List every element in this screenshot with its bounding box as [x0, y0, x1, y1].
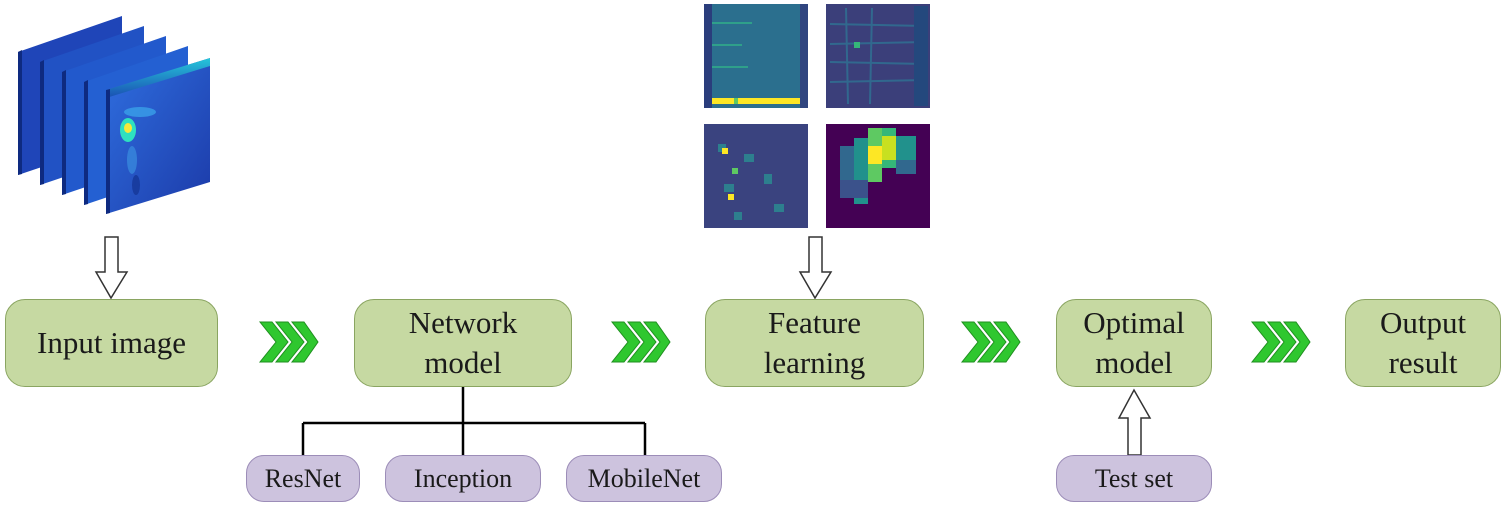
feature-map-1 [704, 4, 808, 108]
step-feature-learning-line2: learning [763, 345, 866, 380]
down-arrow-feature [798, 236, 833, 300]
step-output-result-line1: Output [1379, 305, 1467, 340]
step-network-model-line2: model [424, 345, 502, 380]
chevron-arrow-icon-2 [610, 321, 671, 363]
feature-map-2 [826, 4, 930, 108]
model-resnet: ResNet [246, 455, 360, 502]
chevron-arrow-icon-4 [1250, 321, 1311, 363]
step-output-result-line2: result [1388, 345, 1458, 380]
step-optimal-model: Optimal model [1056, 299, 1212, 387]
chevron-arrow-icon-1 [258, 321, 319, 363]
feature-map-3 [704, 124, 808, 228]
model-resnet-label: ResNet [264, 463, 342, 493]
chevron-arrow-icon-3 [960, 321, 1021, 363]
step-input-image: Input image [5, 299, 218, 387]
down-arrow-input [94, 236, 129, 300]
step-network-model-line1: Network [408, 305, 518, 340]
step-network-model: Network model [354, 299, 572, 387]
model-tree-lines [301, 386, 647, 455]
feature-map-4 [826, 124, 930, 228]
step-input-image-label: Input image [37, 325, 186, 360]
step-feature-learning: Feature learning [705, 299, 924, 387]
step-optimal-model-line2: model [1095, 345, 1173, 380]
test-set: Test set [1056, 455, 1212, 502]
model-inception-label: Inception [413, 463, 513, 493]
model-mobilenet-label: MobileNet [587, 463, 701, 493]
step-feature-learning-line1: Feature [768, 305, 861, 340]
up-arrow-test-set [1117, 388, 1152, 456]
test-set-label: Test set [1094, 463, 1174, 493]
step-optimal-model-line1: Optimal [1083, 305, 1185, 340]
model-mobilenet: MobileNet [566, 455, 722, 502]
step-output-result: Output result [1345, 299, 1501, 387]
slice-front [106, 58, 210, 214]
model-inception: Inception [385, 455, 541, 502]
